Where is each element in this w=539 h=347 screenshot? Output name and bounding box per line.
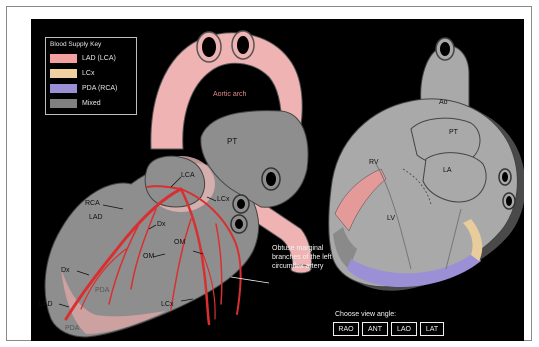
label-la: LA	[443, 167, 452, 174]
legend-label-lad: LAD (LCA)	[82, 55, 116, 62]
label-lad-bottom: LAD	[39, 301, 53, 308]
blood-supply-legend: Blood Supply Key LAD (LCA) LCx PDA (RCA)…	[45, 37, 137, 115]
label-pda-mid: PDA	[95, 287, 109, 294]
label-rv: RV	[369, 159, 379, 166]
label-pt-left: PT	[227, 137, 237, 146]
legend-label-pda: PDA (RCA)	[82, 85, 117, 92]
label-aortic-arch: Aortic arch	[213, 91, 246, 98]
label-lcx-top: LCx	[217, 196, 229, 203]
label-ao: Ao	[439, 99, 448, 106]
legend-label-mixed: Mixed	[82, 100, 101, 107]
label-lca: LCA	[181, 172, 195, 179]
legend-swatch-lad	[50, 54, 77, 63]
label-pda-bottom: PDA	[65, 325, 79, 332]
label-om-mid: OM	[143, 253, 154, 260]
label-om-upper: OM	[174, 239, 185, 246]
view-button-ant[interactable]: ANT	[362, 322, 388, 336]
view-button-rao[interactable]: RAO	[333, 322, 359, 336]
legend-swatch-pda	[50, 84, 77, 93]
label-rca: RCA	[85, 200, 100, 207]
obtuse-marginal-annotation: Obtuse marginal branches of the left cir…	[272, 244, 332, 271]
label-pt-right: PT	[449, 129, 458, 136]
legend-swatch-lcx	[50, 69, 77, 78]
heart-diagram-panel: Blood Supply Key LAD (LCA) LCx PDA (RCA)…	[31, 19, 524, 341]
view-button-lat[interactable]: LAT	[420, 322, 444, 336]
label-lv: LV	[387, 215, 395, 222]
view-angle-title: Choose view angle:	[335, 311, 396, 318]
label-lcx-bottom: LCx	[161, 301, 173, 308]
legend-item-mixed: Mixed	[50, 98, 101, 108]
legend-title: Blood Supply Key	[50, 41, 101, 48]
legend-item-lad: LAD (LCA)	[50, 53, 116, 63]
legend-label-lcx: LCx	[82, 70, 94, 77]
figure-frame: Blood Supply Key LAD (LCA) LCx PDA (RCA)…	[6, 6, 532, 341]
view-button-lao[interactable]: LAO	[391, 322, 417, 336]
legend-swatch-mixed	[50, 99, 77, 108]
view-angle-selector: Choose view angle: RAO ANT LAO LAT	[333, 311, 445, 339]
label-lad-top: LAD	[89, 214, 103, 221]
label-dx-upper: Dx	[157, 221, 166, 228]
legend-item-lcx: LCx	[50, 68, 94, 78]
label-dx-lower: Dx	[61, 267, 70, 274]
legend-item-pda: PDA (RCA)	[50, 83, 117, 93]
